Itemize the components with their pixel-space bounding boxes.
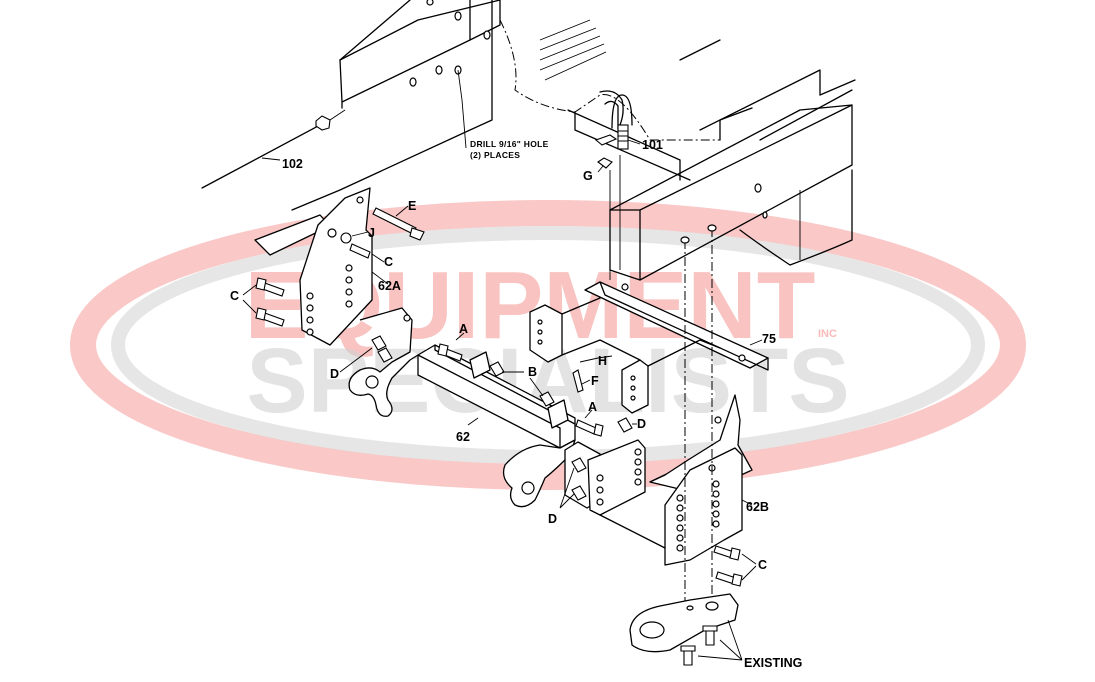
label-C-left: C bbox=[230, 289, 239, 303]
label-D-left: D bbox=[330, 367, 339, 381]
bracket-62a-hole-column bbox=[306, 264, 353, 336]
label-D-right: D bbox=[637, 417, 646, 431]
label-A-left: A bbox=[459, 322, 468, 336]
bolt-e-assembly: E J C bbox=[340, 199, 425, 269]
label-C-upper: C bbox=[384, 255, 393, 269]
watermark-inc: INC bbox=[818, 328, 837, 340]
part-62b-bracket: 62B D bbox=[548, 394, 769, 566]
bracket-62b-hole-column bbox=[676, 480, 720, 552]
label-existing: EXISTING bbox=[744, 656, 802, 670]
part-75-crossmember: 75 bbox=[529, 281, 776, 414]
part-62a-bracket: 62A bbox=[254, 187, 401, 346]
bolts-c-right: C bbox=[713, 545, 767, 587]
vehicle-underbody bbox=[499, 19, 856, 281]
label-F: F bbox=[591, 374, 599, 388]
label-H: H bbox=[598, 354, 607, 368]
label-75: 75 bbox=[762, 332, 776, 346]
existing-tow-hook: EXISTING bbox=[629, 593, 802, 670]
label-62: 62 bbox=[456, 430, 470, 444]
label-62A: 62A bbox=[378, 279, 401, 293]
part-102-rod: 102 bbox=[201, 109, 346, 189]
bolts-c-left: C bbox=[230, 277, 285, 327]
label-102: 102 bbox=[282, 157, 303, 171]
label-D-bottom: D bbox=[548, 512, 557, 526]
pin-h-bolt-f: H F bbox=[572, 354, 613, 393]
part-101-pin: 101 G bbox=[583, 94, 663, 280]
upper-frame-rail bbox=[291, 0, 501, 211]
label-62B: 62B bbox=[746, 500, 769, 514]
label-G: G bbox=[583, 169, 593, 183]
label-B: B bbox=[528, 365, 537, 379]
drill-note-line2: (2) PLACES bbox=[470, 150, 520, 160]
label-101: 101 bbox=[642, 138, 663, 152]
label-E: E bbox=[408, 199, 416, 213]
drill-note: DRILL 9/16" HOLE (2) PLACES bbox=[470, 139, 549, 160]
assembly-centerlines bbox=[680, 224, 717, 618]
fasteners-a-b-d: A B A D D bbox=[330, 322, 646, 437]
drill-note-line1: DRILL 9/16" HOLE bbox=[470, 139, 549, 149]
label-A-right: A bbox=[588, 400, 597, 414]
label-C-right: C bbox=[758, 558, 767, 572]
label-J: J bbox=[368, 226, 375, 240]
